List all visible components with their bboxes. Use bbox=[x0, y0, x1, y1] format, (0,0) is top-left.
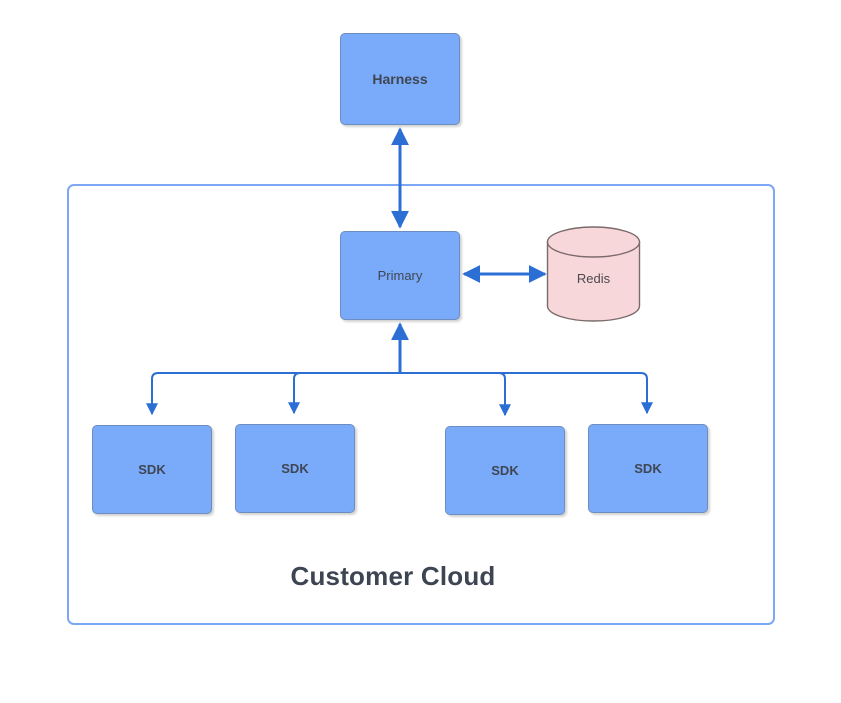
node-primary-label: Primary bbox=[377, 267, 423, 283]
node-sdk-1[interactable]: SDK bbox=[92, 425, 212, 514]
node-harness[interactable]: Harness bbox=[340, 33, 460, 125]
node-sdk-2[interactable]: SDK bbox=[235, 424, 355, 513]
node-sdk-3[interactable]: SDK bbox=[445, 426, 565, 515]
node-harness-label: Harness bbox=[372, 70, 428, 87]
node-redis-label: Redis bbox=[576, 270, 611, 286]
customer-cloud-container bbox=[67, 184, 775, 625]
node-primary[interactable]: Primary bbox=[340, 231, 460, 320]
node-sdk-1-label: SDK bbox=[138, 461, 166, 477]
cylinder-icon bbox=[546, 226, 641, 322]
node-redis[interactable]: Redis bbox=[546, 226, 641, 322]
customer-cloud-title: Customer Cloud bbox=[290, 561, 496, 591]
node-sdk-4[interactable]: SDK bbox=[588, 424, 708, 513]
node-sdk-2-label: SDK bbox=[281, 460, 309, 476]
node-sdk-4-label: SDK bbox=[634, 460, 662, 476]
node-sdk-3-label: SDK bbox=[491, 462, 519, 478]
